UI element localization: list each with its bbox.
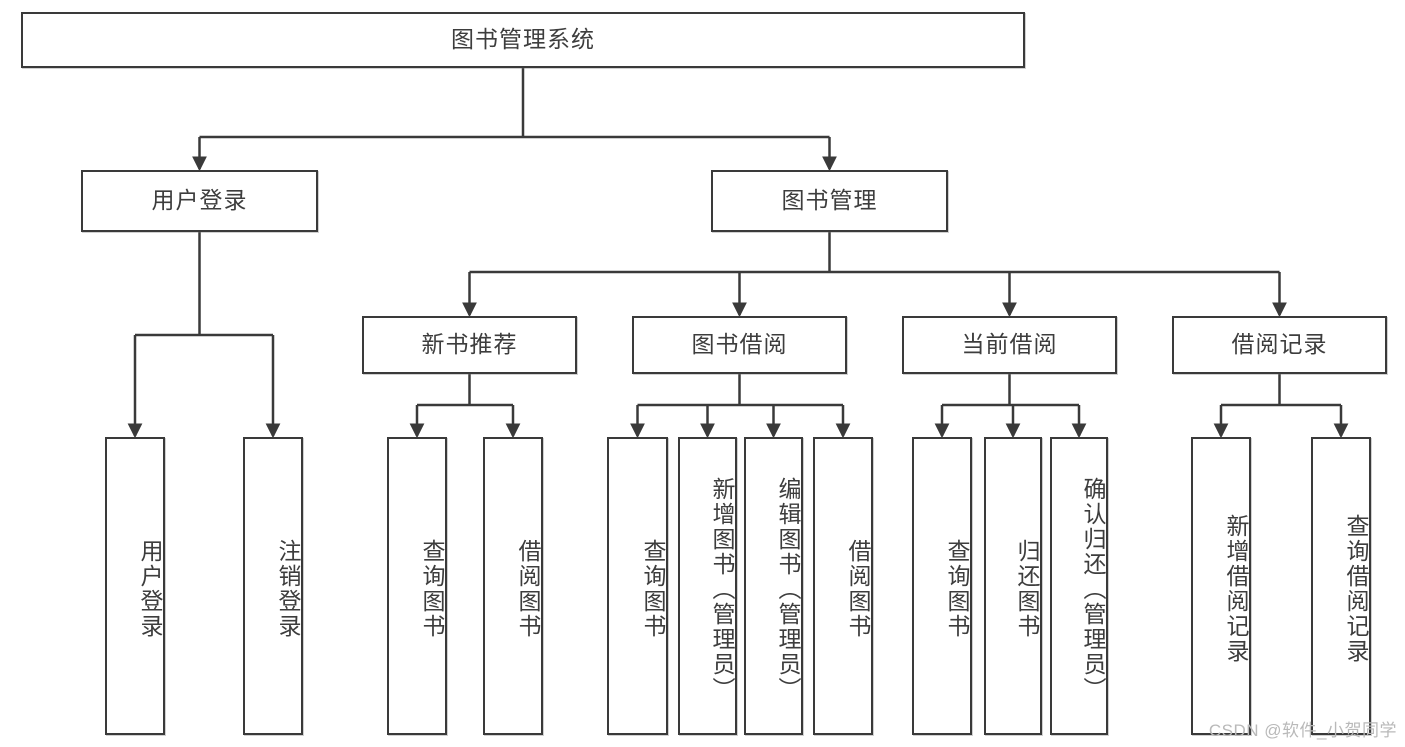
node-label: 确认归还（管理员） xyxy=(1080,476,1106,702)
node-label: 借阅图书 xyxy=(515,539,541,639)
node-label: 图书管理系统 xyxy=(451,26,595,53)
node-leaf-cur-query[interactable]: 查询图书 xyxy=(912,437,972,735)
watermark-label: CSDN @软件_小贺同学 xyxy=(1208,721,1397,740)
node-records[interactable]: 借阅记录 xyxy=(1172,316,1387,374)
node-label: 新增图书（管理员） xyxy=(709,476,735,702)
node-label: 注销登录 xyxy=(275,539,301,639)
node-current[interactable]: 当前借阅 xyxy=(902,316,1117,374)
node-label: 查询借阅记录 xyxy=(1343,514,1369,664)
node-leaf-bk-query[interactable]: 查询图书 xyxy=(607,437,668,735)
node-leaf-cur-confirm[interactable]: 确认归还（管理员） xyxy=(1050,437,1108,735)
node-label: 当前借阅 xyxy=(961,331,1058,358)
node-label: 用户登录 xyxy=(151,187,248,214)
node-label: 用户登录 xyxy=(137,539,163,639)
node-label: 图书借阅 xyxy=(691,331,788,358)
node-label: 查询图书 xyxy=(419,539,445,639)
node-leaf-bk-edit[interactable]: 编辑图书（管理员） xyxy=(744,437,803,735)
node-leaf-user-login[interactable]: 用户登录 xyxy=(105,437,165,735)
node-bookmgmt[interactable]: 图书管理 xyxy=(711,170,948,232)
node-label: 编辑图书（管理员） xyxy=(775,476,801,702)
node-borrow[interactable]: 图书借阅 xyxy=(632,316,847,374)
node-label: 归还图书 xyxy=(1014,539,1040,639)
node-label: 图书管理 xyxy=(781,187,878,214)
node-label: 新书推荐 xyxy=(421,331,518,358)
node-label: 借阅图书 xyxy=(845,539,871,639)
node-leaf-user-logout[interactable]: 注销登录 xyxy=(243,437,303,735)
node-label: 查询图书 xyxy=(640,539,666,639)
node-label: 新增借阅记录 xyxy=(1223,514,1249,664)
node-leaf-nb-borrow[interactable]: 借阅图书 xyxy=(483,437,543,735)
node-newbook[interactable]: 新书推荐 xyxy=(362,316,577,374)
node-leaf-bk-borrow[interactable]: 借阅图书 xyxy=(813,437,873,735)
node-leaf-rec-query[interactable]: 查询借阅记录 xyxy=(1311,437,1371,735)
node-leaf-cur-return[interactable]: 归还图书 xyxy=(984,437,1042,735)
node-label: 借阅记录 xyxy=(1231,331,1328,358)
node-leaf-nb-query[interactable]: 查询图书 xyxy=(387,437,447,735)
node-login[interactable]: 用户登录 xyxy=(81,170,318,232)
node-leaf-bk-add[interactable]: 新增图书（管理员） xyxy=(678,437,737,735)
node-root[interactable]: 图书管理系统 xyxy=(21,12,1025,68)
node-label: 查询图书 xyxy=(944,539,970,639)
node-leaf-rec-add[interactable]: 新增借阅记录 xyxy=(1191,437,1251,735)
